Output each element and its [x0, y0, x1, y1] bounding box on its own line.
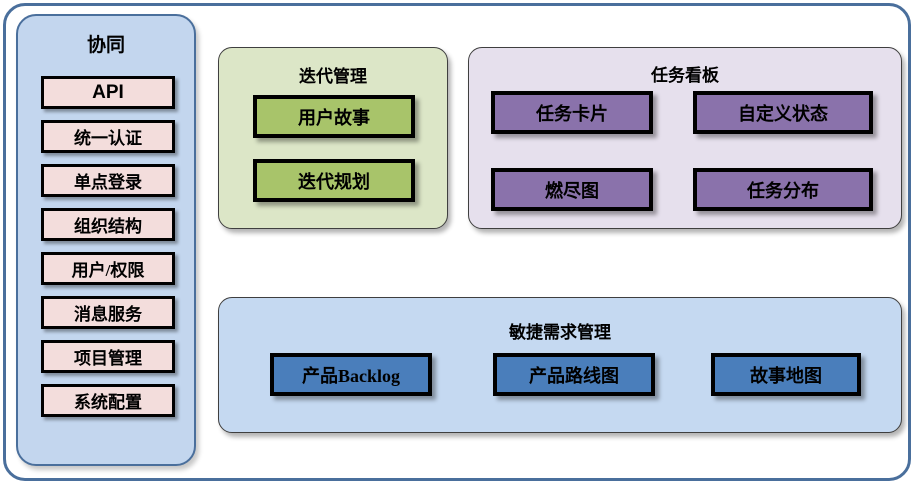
taskboard-box-task-distribution[interactable]: 任务分布 — [693, 168, 873, 211]
agile-box-product-backlog[interactable]: 产品Backlog — [270, 353, 432, 396]
panel-iteration-management[interactable]: 迭代管理 用户故事 迭代规划 — [218, 47, 448, 229]
sidebar-item-user-permissions[interactable]: 用户/权限 — [41, 252, 175, 285]
taskboard-box-task-card[interactable]: 任务卡片 — [491, 91, 653, 134]
iteration-box-iteration-planning[interactable]: 迭代规划 — [253, 159, 415, 202]
iteration-box-user-story[interactable]: 用户故事 — [253, 95, 415, 138]
iteration-panel-title: 迭代管理 — [299, 67, 367, 86]
agile-box-product-roadmap[interactable]: 产品路线图 — [493, 353, 655, 396]
agile-box-story-map[interactable]: 故事地图 — [711, 353, 861, 396]
sidebar-item-org-structure[interactable]: 组织结构 — [41, 208, 175, 241]
sidebar-item-single-sign-on[interactable]: 单点登录 — [41, 164, 175, 197]
sidebar-panel-collaboration[interactable]: 协同 API 统一认证 单点登录 组织结构 用户/权限 消息服务 项目管理 系统… — [16, 14, 196, 466]
taskboard-box-custom-status[interactable]: 自定义状态 — [693, 91, 873, 134]
sidebar-item-project-management[interactable]: 项目管理 — [41, 340, 175, 373]
panel-task-board[interactable]: 任务看板 任务卡片 自定义状态 燃尽图 任务分布 — [468, 47, 902, 229]
panel-agile-requirements[interactable]: 敏捷需求管理 产品Backlog 产品路线图 故事地图 — [218, 297, 902, 433]
sidebar-item-message-service[interactable]: 消息服务 — [41, 296, 175, 329]
sidebar-title: 协同 — [86, 35, 125, 56]
sidebar-item-api[interactable]: API — [41, 76, 175, 109]
sidebar-item-system-config[interactable]: 系统配置 — [41, 384, 175, 417]
taskboard-box-burndown-chart[interactable]: 燃尽图 — [491, 168, 653, 211]
taskboard-panel-title: 任务看板 — [651, 66, 719, 85]
agile-panel-title: 敏捷需求管理 — [509, 323, 611, 342]
sidebar-item-unified-auth[interactable]: 统一认证 — [41, 120, 175, 153]
